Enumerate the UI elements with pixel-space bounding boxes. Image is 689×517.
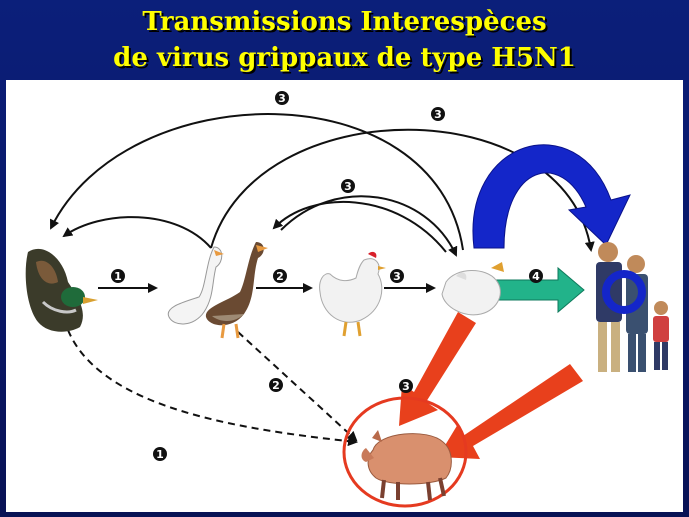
svg-text:3: 3 (434, 108, 442, 121)
route-marker-1-duck-goose: 1 (111, 269, 125, 283)
diagram-panel: 1 2 3 3 3 4 1 2 3 (6, 80, 683, 512)
humans-icon (596, 242, 669, 372)
duck-icon (25, 248, 98, 332)
route-marker-2-goose-chicken: 2 (273, 269, 287, 283)
route-marker-3-middle-arc: 3 (341, 179, 355, 193)
chicken-icon (319, 251, 386, 337)
route-marker-3-top-arc: 3 (275, 91, 289, 105)
transmission-diagram: 1 2 3 3 3 4 1 2 3 (25, 91, 669, 508)
route-marker-2-dashed: 2 (269, 378, 283, 392)
arc-goose-to-humans (210, 128, 595, 252)
arc-goose-to-duck (62, 216, 212, 249)
red-arrow-humans-to-pig (438, 364, 583, 459)
route-marker-1-dashed: 1 (153, 447, 167, 461)
svg-text:3: 3 (402, 380, 410, 393)
svg-text:2: 2 (272, 379, 280, 392)
route-marker-3-second-arc: 3 (431, 107, 445, 121)
goose-icon (167, 242, 268, 339)
dashed-goose-to-pig (237, 331, 358, 442)
svg-text:3: 3 (278, 92, 286, 105)
pig-icon (361, 430, 452, 501)
dashed-duck-to-pig (67, 329, 358, 447)
route-marker-3-red-arrow: 3 (399, 379, 413, 393)
svg-text:3: 3 (344, 180, 352, 193)
red-arrow-chicken-to-pig (399, 312, 476, 426)
processed-chicken-icon (441, 262, 504, 316)
route-marker-3-chicken-processed: 3 (390, 269, 404, 283)
title-line-2: de virus grippaux de type H5N1 (113, 43, 576, 73)
arc-processed-to-goose (272, 201, 447, 253)
svg-text:1: 1 (114, 270, 122, 283)
svg-text:1: 1 (156, 448, 164, 461)
arc-chicken-to-duck (50, 113, 464, 251)
route-marker-4-teal: 4 (529, 269, 543, 283)
title-line-1: Transmissions Interespèces (142, 7, 547, 37)
svg-text:2: 2 (276, 270, 284, 283)
slide-title: Transmissions Interespèces de virus grip… (0, 4, 689, 76)
pig-highlight-circle (342, 396, 468, 508)
svg-text:3: 3 (393, 270, 401, 283)
teal-arrow-to-humans (495, 266, 585, 314)
svg-text:4: 4 (532, 270, 540, 283)
arc-chicken-to-processed (280, 195, 458, 257)
blue-loop-arrow (472, 144, 631, 249)
